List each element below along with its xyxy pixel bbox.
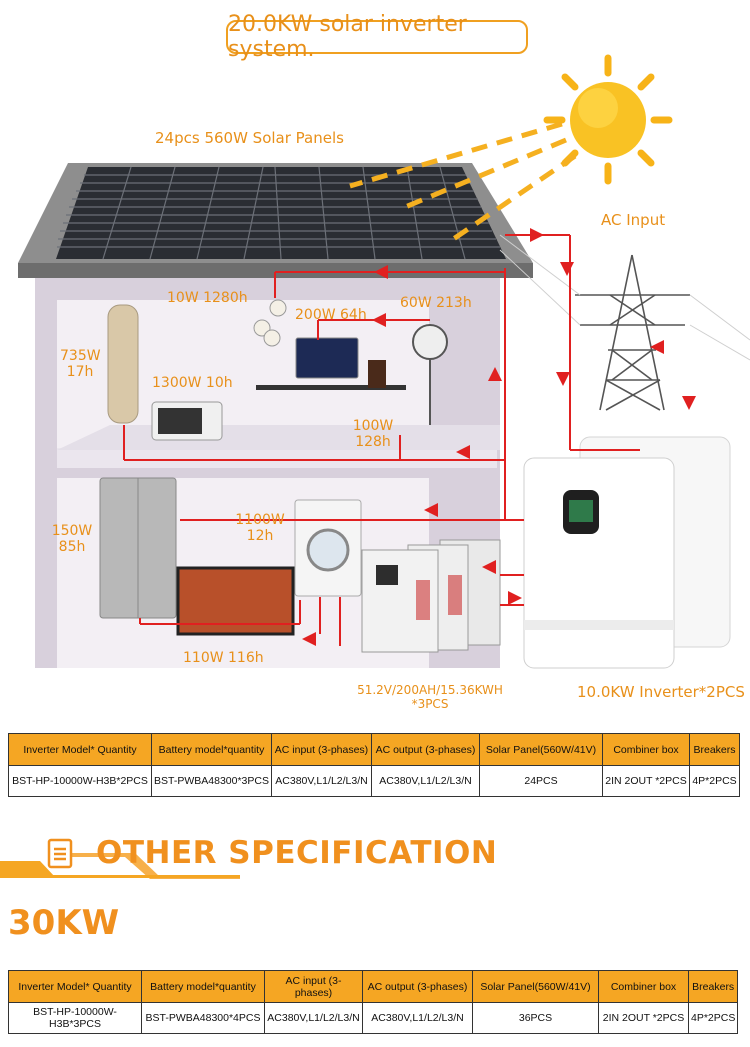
tower-fan-power-label: 735W 17h	[60, 348, 101, 380]
table-header-cell: Solar Panel(560W/41V)	[472, 970, 599, 1003]
table-header-cell: AC output (3-phases)	[371, 733, 480, 766]
table-header-cell: Battery model*quantity	[141, 970, 265, 1003]
roof-edge	[18, 263, 533, 278]
inverter-base	[524, 620, 674, 630]
flow-arrows	[302, 228, 696, 646]
microwave-power-label: 1300W 10h	[152, 375, 233, 391]
table-cell: 36PCS	[472, 1002, 599, 1034]
solar-panel-array	[56, 167, 506, 259]
ac-input-label: AC Input	[601, 211, 666, 229]
table-cell: BST-PWBA48300*3PCS	[151, 765, 272, 797]
table-row: BST-HP-10000W-H3B*3PCS BST-PWBA48300*4PC…	[8, 1002, 739, 1034]
table-cell: 4P*2PCS	[689, 765, 740, 797]
table-cell: AC380V,L1/L2/L3/N	[264, 1002, 363, 1034]
document-icon	[47, 838, 73, 869]
inverter-label: 10.0KW Inverter*2PCS	[577, 683, 745, 701]
table-header-cell: Battery model*quantity	[151, 733, 272, 766]
battery-label: 51.2V/200AH/15.36KWH *3PCS	[357, 683, 503, 711]
inverter-unit-1	[523, 457, 675, 669]
spec-table-30kw: Inverter Model* Quantity Battery model*q…	[8, 970, 739, 1034]
floor-slab	[57, 448, 497, 468]
table-header-cell: Combiner box	[598, 970, 689, 1003]
speaker-power-label: 100W 128h	[352, 418, 394, 450]
table-header-cell: Breakers	[687, 970, 739, 1003]
system-diagram	[18, 54, 750, 669]
table-header-cell: Combiner box	[602, 733, 690, 766]
computer-power-label: 200W 64h	[295, 307, 367, 323]
table-header-cell: AC input (3-phases)	[264, 970, 363, 1003]
tower-fan-icon	[107, 304, 139, 424]
table-cell: AC380V,L1/L2/L3/N	[271, 765, 372, 797]
lights-power-label: 10W 1280h	[167, 290, 248, 306]
table-header-cell: AC input (3-phases)	[271, 733, 372, 766]
sun-icon	[543, 54, 673, 185]
table-header-cell: Solar Panel(560W/41V)	[479, 733, 603, 766]
sun-rays	[349, 121, 577, 243]
microwave-window	[158, 408, 202, 434]
speaker-icon	[368, 360, 386, 388]
table-header-cell: Inverter Model* Quantity	[8, 970, 142, 1003]
table-cell: AC380V,L1/L2/L3/N	[371, 765, 480, 797]
table-cell: 4P*2PCS	[687, 1002, 739, 1034]
spec-table-20kw: Inverter Model* Quantity Battery model*q…	[8, 733, 740, 797]
desk-icon	[256, 385, 406, 390]
table-header-row: Inverter Model* Quantity Battery model*q…	[8, 733, 740, 766]
table-cell: BST-HP-10000W-H3B*3PCS	[8, 1002, 142, 1034]
lamp-icon	[253, 299, 287, 347]
section-title: OTHER SPECIFICATION	[96, 835, 498, 871]
table-header-cell: Breakers	[689, 733, 740, 766]
table-header-row: Inverter Model* Quantity Battery model*q…	[8, 970, 739, 1003]
solar-panels-label: 24pcs 560W Solar Panels	[155, 129, 344, 147]
table-header-cell: Inverter Model* Quantity	[8, 733, 152, 766]
battery-stack	[361, 539, 501, 653]
table-cell: 2IN 2OUT *2PCS	[598, 1002, 689, 1034]
inverter-display	[569, 500, 593, 522]
section-header-bar	[0, 853, 240, 879]
fan-power-label: 60W 213h	[400, 295, 472, 311]
computer-monitor-icon	[295, 337, 359, 379]
tv-power-label: 110W 116h	[183, 650, 264, 666]
fan-icon	[412, 324, 448, 360]
table-cell: 24PCS	[479, 765, 603, 797]
fridge-power-label: 150W 85h	[51, 523, 93, 555]
solar-panel-cells	[57, 166, 500, 260]
table-header-cell: AC output (3-phases)	[362, 970, 473, 1003]
washer-power-label: 1100W 12h	[235, 512, 285, 544]
section-subtitle: 30KW	[8, 903, 120, 943]
page-title: 20.0KW solar inverter system.	[226, 12, 528, 62]
table-cell: BST-PWBA48300*4PCS	[141, 1002, 265, 1034]
table-row: BST-HP-10000W-H3B*2PCS BST-PWBA48300*3PC…	[8, 765, 740, 797]
table-cell: BST-HP-10000W-H3B*2PCS	[8, 765, 152, 797]
power-lines	[499, 234, 750, 361]
power-flow-lines	[123, 234, 640, 646]
table-cell: AC380V,L1/L2/L3/N	[362, 1002, 473, 1034]
table-cell: 2IN 2OUT *2PCS	[602, 765, 690, 797]
power-tower-icon	[575, 254, 690, 411]
